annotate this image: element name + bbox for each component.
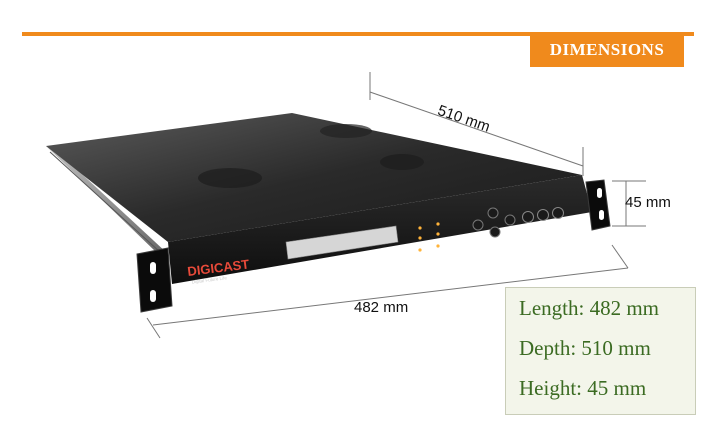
rack-ear-left-slot-top — [150, 262, 156, 274]
menu-button — [522, 211, 534, 223]
status-led-4 — [436, 222, 440, 226]
length-dimension-tick-left — [146, 317, 161, 339]
front-brand-tagline: Digital Future Life — [191, 275, 227, 284]
rack-ear-right-slot-top — [597, 188, 602, 198]
status-led-1 — [418, 226, 422, 230]
length-dimension-tick-right — [611, 244, 629, 269]
height-dimension-label: 45 mm — [625, 194, 671, 211]
rack-ear-left-slot-bottom — [150, 290, 156, 302]
left-side-rail-groove — [49, 151, 161, 253]
status-led-3 — [418, 248, 422, 252]
rack-ear-right — [585, 179, 611, 231]
top-vent-right — [380, 154, 424, 170]
dimensions-badge: DIMENSIONS — [530, 33, 684, 67]
device-top-cover — [46, 113, 582, 242]
spec-height: Height: 45 mm — [519, 376, 647, 400]
top-vent-left — [198, 168, 262, 188]
enter-button — [552, 207, 564, 219]
depth-dimension-line — [369, 91, 584, 167]
esc-button — [537, 209, 549, 221]
status-led-2 — [418, 236, 422, 240]
spec-length: Length: 482 mm — [519, 296, 659, 320]
length-dimension-line — [152, 267, 629, 326]
nav-right-button — [504, 214, 516, 226]
status-led-5 — [436, 232, 440, 236]
rack-ear-right-slot-bottom — [599, 210, 604, 220]
front-lcd-display — [285, 225, 399, 260]
top-accent-line — [22, 32, 694, 36]
status-led-6 — [436, 244, 440, 248]
left-side-rail — [46, 146, 168, 254]
specifications-box: Length: 482 mm Depth: 510 mm Height: 45 … — [505, 287, 696, 415]
spec-depth: Depth: 510 mm — [519, 336, 651, 360]
rack-ear-left — [136, 247, 173, 313]
top-vent-back — [320, 124, 372, 138]
nav-left-button — [472, 219, 484, 231]
length-dimension-label: 482 mm — [354, 299, 409, 316]
nav-up-button — [487, 207, 499, 219]
dimensions-badge-text: DIMENSIONS — [549, 40, 665, 59]
nav-down-button — [489, 226, 501, 238]
